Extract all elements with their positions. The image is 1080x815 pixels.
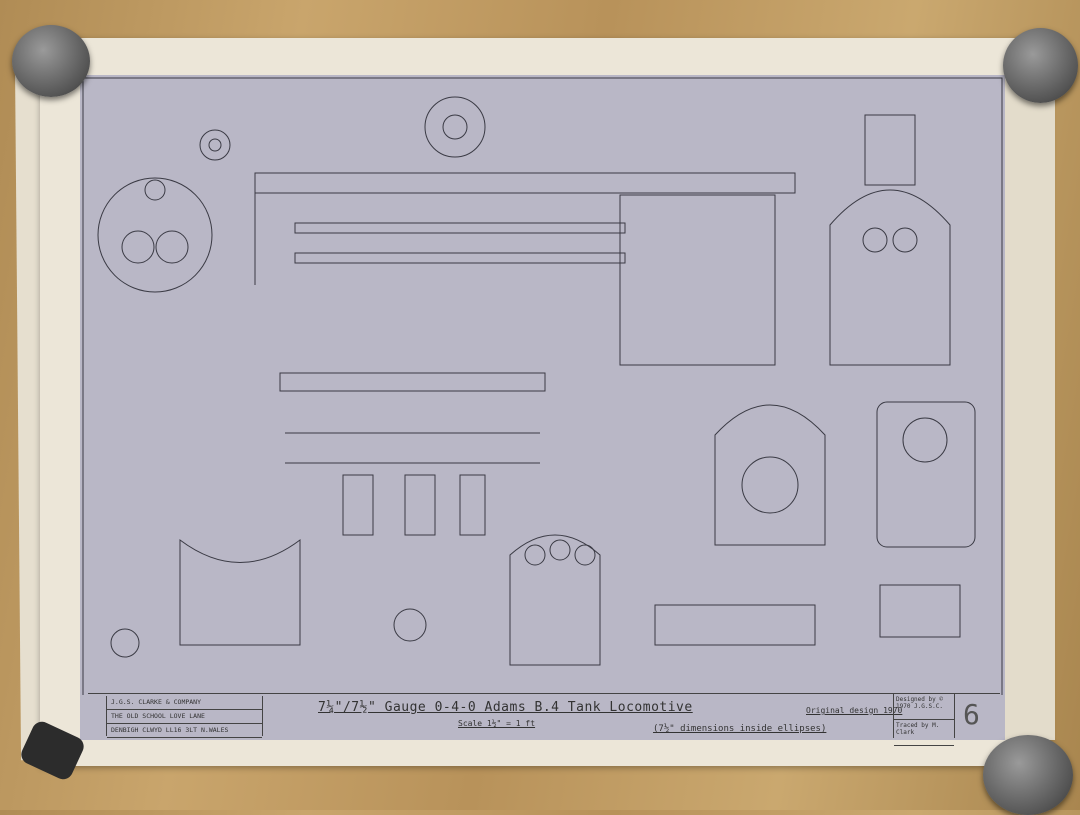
drawing-title: 7¼"/7½" Gauge 0-4-0 Adams B.4 Tank Locom… [318, 700, 693, 715]
boiler-end-view [829, 189, 951, 366]
original-design: Original design 1970 [806, 706, 903, 715]
paper-edge-right [1000, 80, 1055, 740]
cylinder-rod [279, 372, 546, 392]
address-line: DENBIGH CLWYD LL16 3LT N.WALES [107, 724, 262, 738]
buffer-beam [654, 604, 816, 646]
company-name: J.G.S. CLARKE & COMPANY [107, 696, 262, 710]
title-block: J.G.S. CLARKE & COMPANY THE OLD SCHOOL L… [88, 693, 1000, 746]
company-address: J.G.S. CLARKE & COMPANY THE OLD SCHOOL L… [106, 696, 263, 738]
cab-front-view [714, 404, 826, 546]
frame-plate [179, 539, 301, 646]
designed-by-label: Designed by [896, 696, 936, 703]
paperweight-top-left [12, 25, 90, 97]
dimension-note: (7½" dimensions inside ellipses) [653, 724, 827, 734]
cab-side-view [876, 401, 976, 548]
paperweight-bottom-right [983, 735, 1073, 815]
traced-by-label: Traced by [896, 722, 929, 729]
tube-plate-view [97, 177, 213, 293]
flange-view [424, 96, 486, 158]
drawing-frame [82, 77, 1003, 695]
traced-by-value: M. Clark [896, 722, 940, 736]
designed-by-value: © 1970 J.G.S.C. [896, 696, 943, 710]
paperweight-top-right [1003, 28, 1078, 103]
address-line: THE OLD SCHOOL LOVE LANE [107, 710, 262, 724]
sheet-number: 6 [963, 698, 980, 731]
backhead-view [509, 534, 601, 666]
engineering-drawing: J.G.S. CLARKE & COMPANY THE OLD SCHOOL L… [80, 75, 1005, 746]
boiler-barrel-view [254, 172, 796, 194]
drawing-scale: Scale 1½" = 1 ft [458, 719, 536, 728]
signature-box: Designed by © 1970 J.G.S.C. Traced by M.… [893, 694, 955, 746]
drawing-linework [82, 77, 1003, 695]
firebox-view [619, 194, 776, 366]
